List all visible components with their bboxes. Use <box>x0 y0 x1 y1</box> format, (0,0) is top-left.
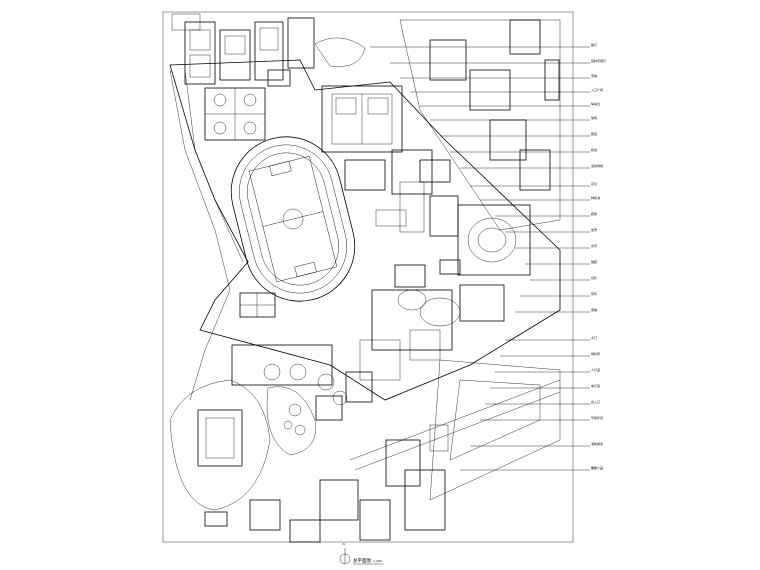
drawing-title: 总平面图 <box>353 557 371 564</box>
kindergarten-block <box>231 344 373 456</box>
basketball-courts <box>204 69 291 141</box>
running-track <box>230 136 356 302</box>
callout-label: 出入口 <box>591 399 600 404</box>
callout-label: 人行道 <box>591 367 600 372</box>
central-buildings <box>344 149 459 237</box>
drawing-scale: 1:400 <box>373 559 382 563</box>
residential-block-south <box>169 379 321 543</box>
north-label: N <box>343 542 345 546</box>
teaching-building <box>359 204 531 381</box>
residential-block-northeast <box>399 19 561 231</box>
callout-label: 花坛 <box>591 181 597 186</box>
callout-label: 围墙 <box>591 307 597 312</box>
north-arrow: N <box>339 542 351 565</box>
residential-block-southeast <box>319 359 561 541</box>
west-road-edge <box>169 69 231 401</box>
callout-label: 绿化带 <box>591 351 600 356</box>
callout-labels: 路灯 园林景观灯 景墙 入口广场 停车位 球场 跑道 树池 活动场地 花坛 种植… <box>591 42 606 470</box>
callout-label: 坐凳 <box>591 227 597 232</box>
callout-label: 铺装 <box>591 259 597 264</box>
callout-label: 活动场地 <box>591 163 603 168</box>
callout-label: 大门 <box>591 335 597 340</box>
callout-label: 树池 <box>591 147 597 152</box>
gymnasium <box>314 37 403 153</box>
callout-label: 种植池 <box>591 195 600 200</box>
callout-label: 入口广场 <box>591 87 603 92</box>
residential-block-north <box>171 13 315 85</box>
callout-label: 景墙 <box>591 73 597 78</box>
callout-label: 草坪 <box>591 291 597 296</box>
callout-leaders <box>370 46 590 471</box>
callout-label: 景观步道 <box>591 415 603 420</box>
drawing-frame <box>162 11 574 543</box>
callout-label: 台阶 <box>591 275 597 280</box>
callout-label: 廊架 <box>591 211 597 216</box>
callout-label: 园林景观灯 <box>591 58 606 63</box>
callout-label: 车行道 <box>591 383 600 388</box>
callout-label: 路灯 <box>591 42 597 47</box>
callout-label: 跑道 <box>591 131 597 136</box>
callout-label: 水景 <box>591 243 597 248</box>
callout-label: 雕塑小品 <box>591 465 603 470</box>
callout-label: 球场 <box>591 115 597 120</box>
callout-label: 消防通道 <box>591 441 603 446</box>
callout-label: 停车位 <box>591 101 600 106</box>
